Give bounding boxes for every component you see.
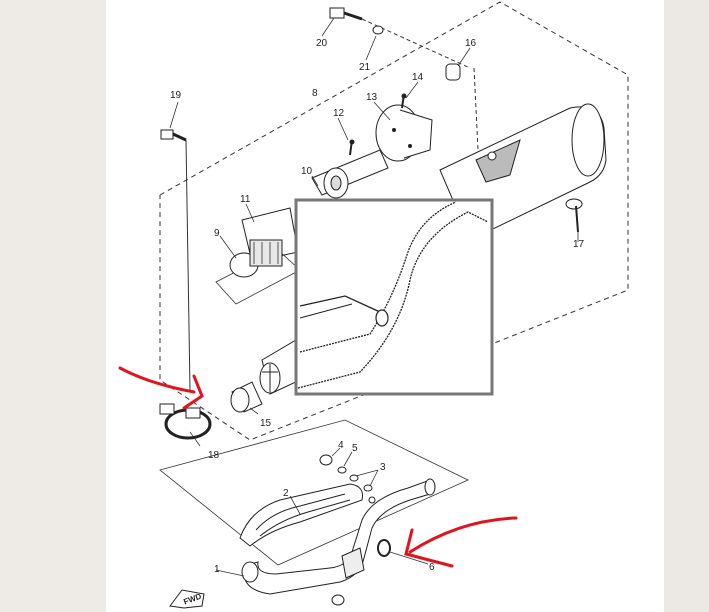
callout-16: 16 bbox=[465, 38, 477, 49]
callout-2: 2 bbox=[283, 488, 289, 499]
part-3-bolts bbox=[349, 474, 376, 504]
part-9-spark-arrester bbox=[215, 239, 301, 305]
part-18-clamp bbox=[159, 403, 212, 440]
callout-10: 10 bbox=[301, 166, 313, 177]
left-background-margin bbox=[0, 0, 106, 612]
callout-20: 20 bbox=[316, 38, 328, 49]
callout-19: 19 bbox=[170, 90, 182, 101]
callout-5: 5 bbox=[352, 443, 358, 454]
part-6-gasket bbox=[377, 539, 391, 557]
callout-1: 1 bbox=[214, 564, 220, 575]
part-14-screw bbox=[401, 93, 407, 109]
callout-9: 9 bbox=[214, 228, 220, 239]
part-15-gasket-sleeve bbox=[230, 381, 263, 413]
callout-17: 17 bbox=[573, 239, 585, 250]
muffler-group-dashed-outline bbox=[159, 1, 629, 441]
part-1-exhaust-pipe bbox=[241, 478, 436, 595]
callout-11: 11 bbox=[240, 194, 251, 205]
part-10-baffle-tube bbox=[311, 149, 389, 199]
part-12-screw bbox=[349, 139, 355, 156]
callout-14: 14 bbox=[412, 72, 424, 83]
callout-12: 12 bbox=[333, 108, 345, 119]
callout-21: 21 bbox=[359, 62, 371, 73]
callout-8: 8 bbox=[312, 88, 318, 99]
muffler-inlet-pipe bbox=[259, 339, 301, 395]
part-20-bolt bbox=[329, 7, 471, 69]
red-annotation-arrow-right bbox=[404, 516, 518, 568]
exhaust-nut bbox=[331, 594, 345, 606]
fwd-arrow-icon bbox=[169, 589, 205, 609]
callout-3: 3 bbox=[380, 462, 386, 473]
part-17-bolt bbox=[565, 198, 583, 233]
callout-18: 18 bbox=[208, 450, 220, 461]
exhaust-pipe-group-outline bbox=[159, 419, 469, 566]
right-background-margin bbox=[664, 0, 709, 612]
part-13-end-cap bbox=[375, 104, 433, 162]
part-21-washer bbox=[372, 25, 384, 35]
callout-13: 13 bbox=[366, 92, 378, 103]
callout-6: 6 bbox=[429, 562, 435, 573]
part-2-heat-protector bbox=[239, 483, 363, 547]
part-4-5-bolt-washer bbox=[319, 454, 347, 474]
part-16-grommet bbox=[445, 63, 479, 151]
callout-4: 4 bbox=[338, 440, 344, 451]
part-19-bolt bbox=[160, 129, 191, 391]
red-annotation-arrow-left bbox=[118, 366, 204, 410]
callout-15: 15 bbox=[260, 418, 272, 429]
callout-labels: 1 2 3 4 5 6 8 9 10 11 12 13 14 15 16 17 … bbox=[170, 38, 585, 575]
leader-lines bbox=[169, 17, 579, 577]
zoom-inset bbox=[294, 198, 494, 396]
